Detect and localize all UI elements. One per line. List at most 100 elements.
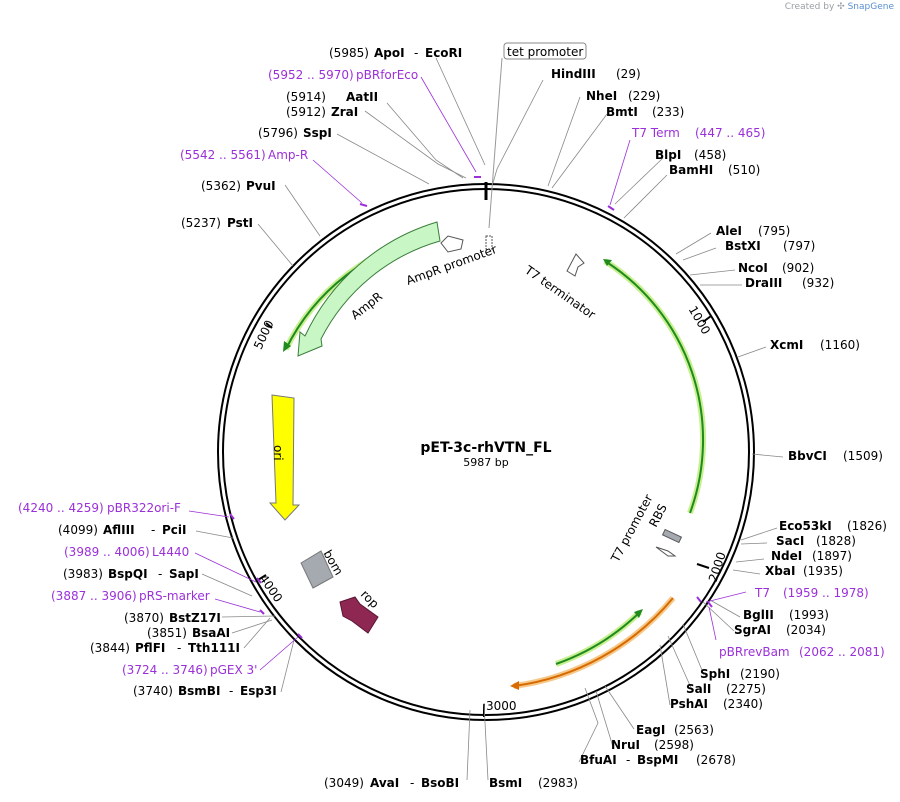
site-name: NheI [586,89,617,103]
primer-name: T7 Term [631,126,680,140]
site-pos: (1897) [812,549,852,563]
primer-t7[interactable]: T7 (1959 .. 1978) [754,586,869,600]
site-bglii[interactable]: BglII (1993) [743,608,829,622]
tick-label-3000: 3000 [486,699,517,713]
site-psti[interactable]: (5237) PstI [181,216,253,230]
site-pos: (458) [694,148,726,162]
site-draiii[interactable]: DraIII (932) [745,276,834,290]
site-apoi-ecori[interactable]: (5985) ApoI - EcoRI [329,46,462,60]
site-name: DraIII [745,276,782,290]
plasmid-name: pET-3c-rhVTN_FL [420,440,551,456]
site-eco53ki[interactable]: Eco53kI (1826) [779,519,887,533]
site-eagi[interactable]: EagI (2563) [636,723,714,737]
site-bamhi[interactable]: BamHI (510) [669,163,760,177]
primer-leader-lines [188,76,747,671]
site-xcmi[interactable]: XcmI (1160) [770,338,860,352]
site-blpi[interactable]: BlpI (458) [655,148,726,162]
site-pos: (4099) [58,523,98,537]
tick-5000-mark [265,322,273,329]
primer-range: (4240 .. 4259) [18,501,104,515]
site-pos: (2034) [786,623,826,637]
site-pos: (1935) [803,564,843,578]
site-pos: (29) [616,67,641,81]
site-bfuai-bspmi[interactable]: BfuAI - BspMI (2678) [580,753,736,767]
site-ncoi[interactable]: NcoI (902) [738,261,814,275]
site-pos: (3851) [147,626,187,640]
site-avai-bsobi[interactable]: (3049) AvaI - BsoBI [324,776,459,790]
site-bsmbi-esp3i[interactable]: (3740) BsmBI - Esp3I [133,684,277,698]
site-sep: - [151,523,155,537]
site-name: NcoI [738,261,768,275]
primer-l4440[interactable]: (3989 .. 4006) L4440 [64,545,189,559]
site-pos: (233) [652,105,684,119]
site-name: BglII [743,608,774,622]
site-bmti[interactable]: BmtI (233) [606,105,684,119]
orf2-arrowhead [634,609,643,618]
primer-marks [229,176,713,639]
site-sep: - [414,46,418,60]
primer-amp-r[interactable]: (5542 .. 5561) Amp-R [180,148,308,162]
t7-promoter-label: T7 promoter [608,492,656,565]
site-pos: (5362) [201,179,241,193]
site-aatii[interactable]: (5914) AatII [286,90,378,104]
site-bsmi[interactable]: BsmI (2983) [489,776,578,790]
site-ndei[interactable]: NdeI (1897) [771,549,852,563]
primer-pbrforeco[interactable]: (5952 .. 5970) pBRforEco [268,68,418,82]
site-sgrai[interactable]: SgrAI (2034) [734,623,826,637]
site-name: BfuAI [580,753,617,767]
site-bbvci[interactable]: BbvCI (1509) [788,449,883,463]
primer-range: (3724 .. 3746) [122,663,208,677]
site-sphi[interactable]: SphI (2190) [700,667,780,681]
primer-pgex3[interactable]: (3724 .. 3746) pGEX 3' [122,663,257,677]
site-name: BsaAI [192,626,230,640]
site-pvui[interactable]: (5362) PvuI [201,179,276,193]
site-name: EagI [636,723,665,737]
site-pos: (3049) [324,776,364,790]
tick-1000-mark [702,315,712,323]
site-pflfi-tth111i[interactable]: (3844) PflFI - Tth111I [90,641,240,655]
site-zrai[interactable]: (5912) ZraI [286,105,358,119]
site-nrui[interactable]: NruI (2598) [611,738,694,752]
site-pos: (3740) [133,684,173,698]
primer-t7-term[interactable]: T7 Term (447 .. 465) [631,126,765,140]
site-name: HindIII [551,67,596,81]
site-name2: PciI [162,523,187,537]
site-xbai[interactable]: XbaI (1935) [765,564,843,578]
site-pos: (932) [802,276,834,290]
site-afliii-pcii[interactable]: (4099) AflIII - PciI [58,523,187,537]
site-bsaai[interactable]: (3851) BsaAI [147,626,230,640]
site-hindiii[interactable]: HindIII (29) [551,67,641,81]
site-pos: (2678) [696,753,736,767]
site-sali[interactable]: SalI (2275) [686,682,766,696]
site-alei[interactable]: AleI (795) [716,224,790,238]
site-pos: (1993) [789,608,829,622]
site-saci[interactable]: SacI (1828) [776,534,856,548]
ori-label: ori [271,445,285,461]
site-pos: (2563) [674,723,714,737]
site-name: XbaI [765,564,795,578]
tick-4000-mark [257,574,267,581]
primer-name: L4440 [152,545,189,559]
site-sspi[interactable]: (5796) SspI [258,126,332,140]
site-name: BspQI [108,567,148,581]
site-bstz17i[interactable]: (3870) BstZ17I [124,611,221,625]
primer-range: (3887 .. 3906) [51,589,137,603]
site-name: PshAI [670,697,708,711]
site-pshai[interactable]: PshAI (2340) [670,697,763,711]
leader-lines [195,57,784,781]
primer-prs-marker[interactable]: (3887 .. 3906) pRS-marker [51,589,210,603]
ori-feature [268,394,301,521]
t7-terminator-label: T7 terminator [521,262,598,321]
site-name: ApoI [374,46,405,60]
site-bstxi[interactable]: BstXI (797) [725,239,815,253]
site-name: SspI [303,126,332,140]
site-bspqi-sapi[interactable]: (3983) BspQI - SapI [63,567,199,581]
site-pos: (797) [783,239,815,253]
primer-pbrrevbam[interactable]: pBRrevBam (2062 .. 2081) [719,645,885,659]
primer-name: pBR322ori-F [107,501,181,515]
site-sep: - [229,684,233,698]
tet-promoter-feature [485,235,493,250]
primer-pbr322ori-f[interactable]: (4240 .. 4259) pBR322ori-F [18,501,181,515]
site-nhei[interactable]: NheI (229) [586,89,660,103]
